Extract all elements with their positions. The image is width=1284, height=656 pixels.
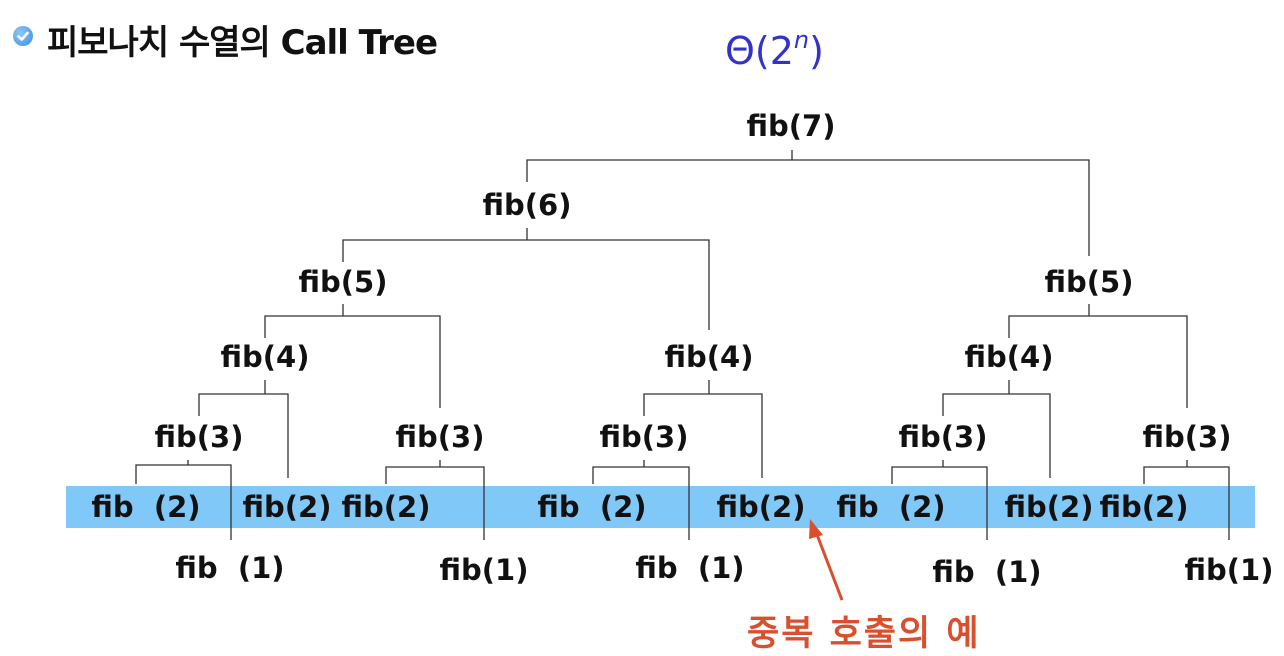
node-fib6: fib(6): [482, 188, 572, 222]
node-fib1-a: fib (1): [175, 551, 285, 585]
complexity-formula: Θ(2n): [725, 26, 824, 73]
node-fib2-e: fib(2): [716, 490, 806, 524]
edge-n3c: [592, 466, 690, 540]
node-fib2-d: fib (2): [537, 490, 647, 524]
node-fib2-c: fib(2): [341, 490, 431, 524]
node-fib3-c: fib(3): [599, 420, 689, 454]
edge-n5b: [1008, 315, 1188, 408]
node-fib3-b: fib(3): [395, 420, 485, 454]
complexity-exponent: n: [793, 26, 810, 54]
node-fib4-b: fib(4): [664, 340, 754, 374]
fib2-highlight-band: [66, 486, 1255, 528]
node-fib3-e: fib(3): [1142, 420, 1232, 454]
callout-arrow: [809, 519, 844, 601]
node-fib2-h: fib(2): [1099, 490, 1189, 524]
edge-n7-n6: [526, 159, 1090, 256]
edge-n3d: [891, 466, 988, 540]
edge-n4c: [942, 393, 1051, 478]
node-fib5-left: fib(5): [298, 265, 388, 299]
node-fib4-c: fib(4): [964, 340, 1054, 374]
checkmark-bullet-icon: [13, 26, 33, 46]
complexity-close: ): [809, 29, 824, 73]
node-fib7: fib(7): [746, 109, 836, 143]
edge-n4b: [643, 393, 763, 478]
edge-n4a: [198, 393, 289, 478]
node-fib1-d: fib (1): [932, 555, 1042, 589]
node-fib2-g: fib(2): [1004, 490, 1094, 524]
edge-n3b: [385, 466, 485, 540]
edge-n6: [342, 239, 710, 330]
node-fib1-e: fib(1): [1184, 553, 1274, 587]
complexity-base: Θ(2: [725, 29, 794, 73]
node-fib3-d: fib(3): [898, 420, 988, 454]
duplicate-call-callout: 중복 호출의 예: [747, 614, 981, 654]
node-fib1-c: fib (1): [635, 551, 745, 585]
node-fib2-f: fib (2): [836, 490, 946, 524]
node-fib4-a: fib(4): [220, 340, 310, 374]
node-fib5-right: fib(5): [1044, 265, 1134, 299]
node-fib2-b: fib(2): [242, 490, 332, 524]
edge-n5a: [264, 315, 441, 408]
edge-n3a: [135, 464, 232, 540]
node-fib1-b: fib(1): [439, 553, 529, 587]
slide-title: 피보나치 수열의 Call Tree: [47, 23, 438, 63]
node-fib2-a: fib (2): [91, 490, 201, 524]
node-fib3-a: fib(3): [154, 420, 244, 454]
